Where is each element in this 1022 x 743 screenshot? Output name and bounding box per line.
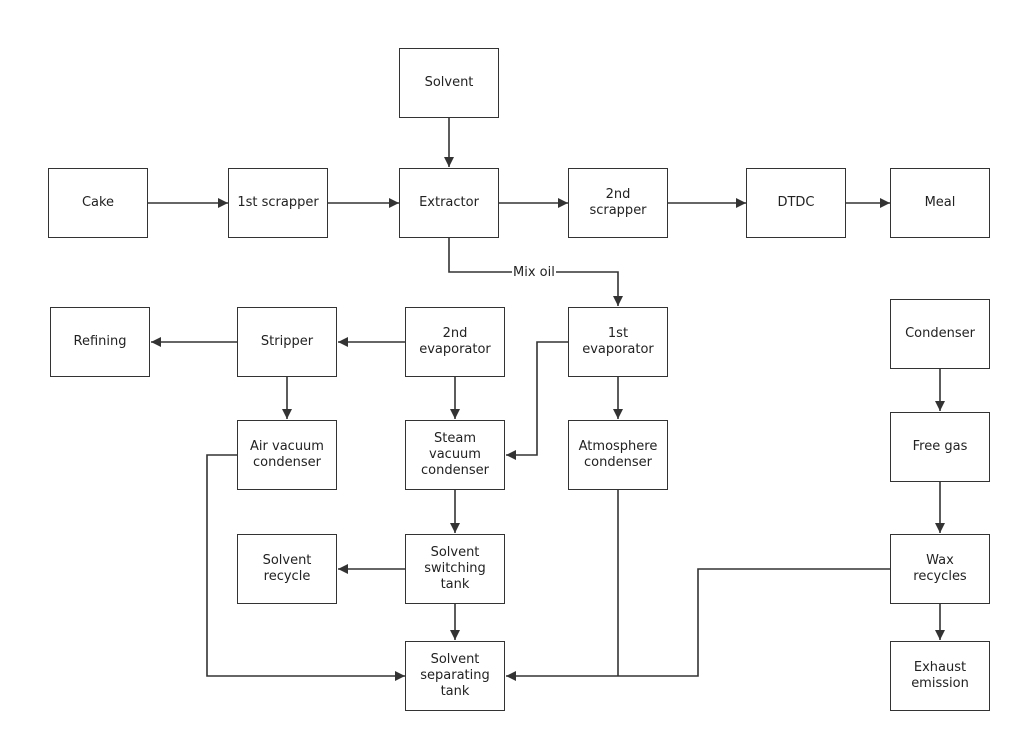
node-air-vacuum-condenser: Air vacuum condenser bbox=[237, 420, 337, 490]
node-dtdc: DTDC bbox=[746, 168, 846, 238]
node-condenser: Condenser bbox=[890, 299, 990, 369]
node-solvent-recycle: Solvent recycle bbox=[237, 534, 337, 604]
node-refining: Refining bbox=[50, 307, 150, 377]
mix-oil-label: Mix oil bbox=[512, 265, 556, 281]
node-solvent-switching-tank: Solvent switching tank bbox=[405, 534, 505, 604]
node-wax-recycles: Wax recycles bbox=[890, 534, 990, 604]
node-stripper: Stripper bbox=[237, 307, 337, 377]
node-free-gas: Free gas bbox=[890, 412, 990, 482]
node-2nd-scrapper: 2nd scrapper bbox=[568, 168, 668, 238]
node-solvent: Solvent bbox=[399, 48, 499, 118]
node-cake: Cake bbox=[48, 168, 148, 238]
node-solvent-separating-tank: Solvent separating tank bbox=[405, 641, 505, 711]
node-meal: Meal bbox=[890, 168, 990, 238]
node-atmosphere-condenser: Atmosphere condenser bbox=[568, 420, 668, 490]
edge-1st-evaporator-to-steam-vacuum-condenser bbox=[506, 341, 568, 460]
node-1st-scrapper: 1st scrapper bbox=[228, 168, 328, 238]
node-2nd-evaporator: 2nd evaporator bbox=[405, 307, 505, 377]
node-1st-evaporator: 1st evaporator bbox=[568, 307, 668, 377]
node-steam-vacuum-condenser: Steam vacuum condenser bbox=[405, 420, 505, 490]
edge-air-vacuum-condenser-to-separating-tank bbox=[206, 454, 405, 681]
node-extractor: Extractor bbox=[399, 168, 499, 238]
node-exhaust-emission: Exhaust emission bbox=[890, 641, 990, 711]
edge-wax-recycles-to-separating-tank bbox=[506, 568, 890, 681]
